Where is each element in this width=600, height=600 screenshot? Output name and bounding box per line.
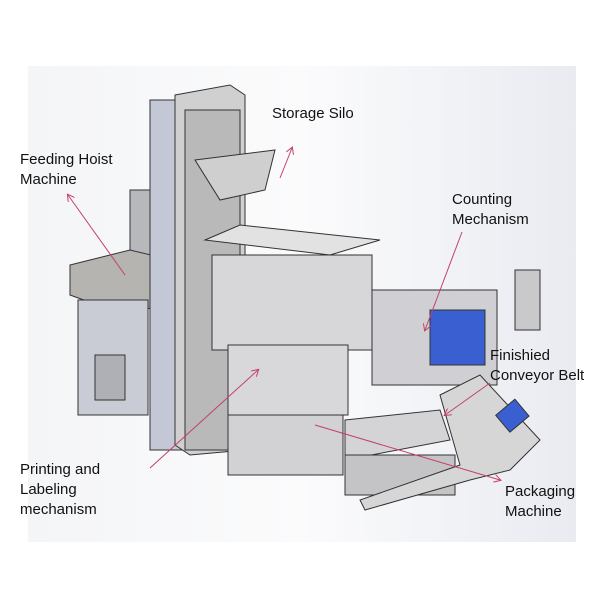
label-line: Counting (452, 191, 513, 208)
label-printing-labeling: Printing and Labeling mechanism (20, 460, 100, 520)
printing-labeling-mechanism (227, 344, 349, 476)
label-line: Machine (505, 503, 562, 520)
label-conveyor-belt: Finishied Conveyor Belt (490, 346, 584, 386)
conveyor-belt (359, 374, 541, 511)
label-line: Finishied (490, 347, 551, 364)
label-line: Machine (20, 171, 77, 188)
label-line: Feeding Hoist (20, 151, 113, 168)
label-line: Printing and (20, 461, 101, 478)
label-line: Labeling (20, 481, 77, 498)
label-line: Mechanism (452, 211, 529, 228)
label-feeding-hoist: Feeding Hoist Machine (20, 150, 113, 190)
label-counting-mechanism: Counting Mechanism (452, 190, 529, 230)
label-line: mechanism (20, 501, 97, 518)
label-packaging-machine: Packaging Machine (505, 482, 575, 522)
callout-arrows (68, 148, 500, 480)
label-line: Packaging (505, 483, 576, 500)
label-line: Conveyor Belt (490, 367, 585, 384)
label-storage-silo: Storage Silo (272, 105, 354, 122)
